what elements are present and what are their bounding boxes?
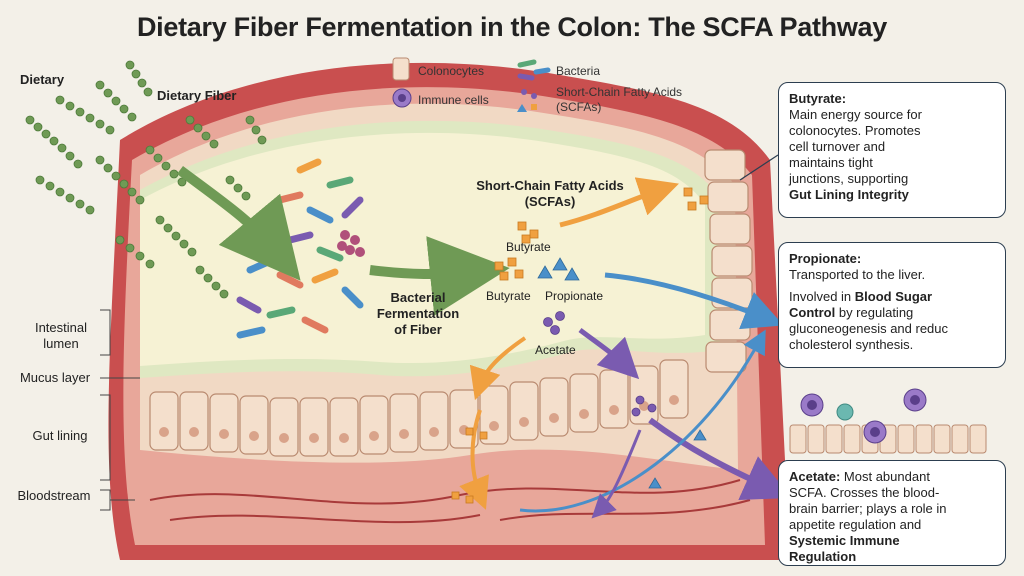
colonocyte-legend-icon <box>392 57 410 81</box>
butyrate-to-cells-arrow <box>559 177 679 228</box>
bloodstream-label: Bloodstream <box>17 488 91 503</box>
dietary-fiber-chains <box>25 60 267 299</box>
gut-lining-label: Gut lining <box>32 428 88 443</box>
page-title: Dietary Fiber Fermentation in the Colon:… <box>136 12 887 42</box>
acetate-arrow <box>578 327 640 380</box>
acetate-box-body: Most abundant SCFA. Crosses the blood-br… <box>789 469 947 532</box>
bacteria-cocci <box>337 230 365 257</box>
acetate-label: Acetate <box>535 343 576 357</box>
propionate-box-pre: Involved in <box>789 289 852 304</box>
propionate-box-line1: Transported to the liver. <box>789 267 926 282</box>
legend-colonocytes: Colonocytes <box>418 64 485 78</box>
acetate-info-box: Acetate: Most abundant SCFA. Crosses the… <box>778 460 1006 566</box>
intestinal-lumen-label: Intestinal lumen <box>34 320 88 351</box>
legend-immune-cells: Immune cells <box>418 93 489 107</box>
intestinal-lumen <box>140 132 705 366</box>
butyrate-top-label: Butyrate <box>506 240 551 254</box>
butyrate-info-box: Butyrate: Main energy source for colonoc… <box>778 82 1006 218</box>
propionate-to-liver-arrow <box>604 272 784 330</box>
butyrate-box-body: Main energy source for colonocytes. Prom… <box>789 107 922 186</box>
legend-bacteria: Bacteria <box>556 64 601 78</box>
bacteria-to-scfa-arrow <box>369 236 510 316</box>
fermentation-label: Bacterial Fermentation of Fiber <box>376 290 460 337</box>
propionate-box-emphasis: Blood Sugar Control <box>789 289 933 320</box>
butyrate-box-emphasis: Gut Lining Integrity <box>789 187 909 202</box>
butyrate-blood-arrow <box>459 409 489 510</box>
scfa-heading: Short-Chain Fatty Acids (SCFAs) <box>476 178 624 209</box>
mucus-layer-label: Mucus layer <box>19 370 91 385</box>
propionate-box-post: by regulating gluconeogenesis and reduc … <box>789 305 949 352</box>
colonocyte-row <box>149 359 689 457</box>
butyrate-down-arrow <box>469 336 527 401</box>
propionate-mid-label: Propionate <box>545 289 604 303</box>
immune-cell-strip <box>789 388 987 454</box>
butyrate-molecules <box>451 187 709 504</box>
propionate-molecules <box>537 257 707 489</box>
acetate-to-brain-arrow <box>648 417 792 501</box>
butyrate-box-title: Butyrate: <box>789 91 847 106</box>
butyrate-mid-label: Butyrate <box>486 289 531 303</box>
fiber-to-bacteria-arrow <box>177 165 301 281</box>
blue-blood-arrow <box>519 329 766 513</box>
acetate-molecules <box>543 311 657 417</box>
dietary-fiber-label: Dietary Fiber <box>157 88 237 103</box>
acetate-box-title: Acetate: <box>789 469 841 484</box>
acetate-box-emphasis: Systemic Immune Regulation <box>789 533 900 564</box>
legend-scfa: Short-Chain Fatty Acids (SCFAs) <box>556 85 683 114</box>
propionate-info-box: Propionate: Transported to the liver. In… <box>778 242 1006 368</box>
scfa-legend-icon <box>517 89 537 112</box>
propionate-box-title: Propionate: <box>789 251 862 266</box>
colonocyte-column <box>704 149 753 373</box>
dietary-label: Dietary <box>20 72 65 87</box>
bacteria-legend-icon <box>517 59 551 81</box>
immune-cell-legend-icon <box>392 88 412 108</box>
purple-blood-arrow <box>591 429 642 519</box>
